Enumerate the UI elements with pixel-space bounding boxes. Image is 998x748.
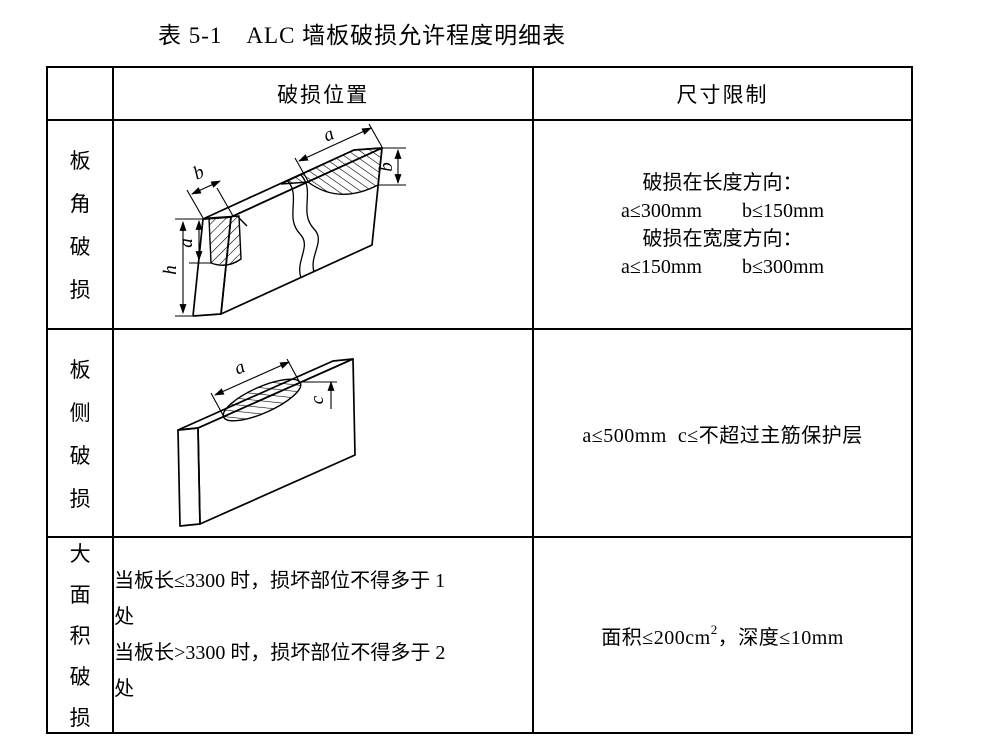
dimension-lines (210, 358, 338, 418)
limit-line: 破损在长度方向： (642, 171, 803, 194)
limit-superscript: 2 (710, 621, 718, 637)
label-char: 大 (69, 542, 91, 566)
vertical-label: 板 侧 破 损 (49, 354, 111, 513)
label-char: 破 (69, 665, 91, 689)
large-area-damage-limits: 面积≤200cm2，深度≤10mm (532, 536, 913, 734)
description-line: 处 (114, 606, 135, 628)
label-char: 面 (69, 583, 91, 607)
label-char: 侧 (69, 400, 91, 425)
panel-side-damage-diagram: a c (177, 356, 356, 527)
left-corner-damage-hatch (208, 215, 242, 266)
dim-label-a-right: a (320, 123, 337, 146)
dim-label-a-left: a (176, 238, 197, 248)
large-area-damage-description: 当板长≤3300 时，损坏部位不得多于 1 处 当板长>3300 时，损坏部位不… (112, 536, 535, 734)
description-line: 处 (114, 678, 135, 700)
label-char: 损 (69, 278, 91, 302)
label-char: 板 (69, 357, 91, 382)
vertical-label: 大 面 积 破 损 (49, 539, 111, 731)
header-row: 破损位置 尺寸限制 (45, 66, 913, 121)
description-line: 当板长≤3300 时，损坏部位不得多于 1 (114, 570, 446, 592)
edge-damage-hatch (222, 378, 302, 422)
side-damage-diagram-cell: a c (112, 328, 535, 538)
label-char: 板 (69, 149, 91, 173)
dim-label-a: a (231, 356, 248, 379)
limit-line: a≤150mm b≤300mm (621, 255, 825, 278)
alc-damage-table: 破损位置 尺寸限制 板 角 破 损 (45, 66, 913, 734)
limit-suffix: ，深度≤10mm (717, 626, 844, 649)
header-damage-location: 破损位置 (112, 66, 535, 121)
dim-label-h: h (160, 265, 181, 275)
label-char: 破 (69, 235, 91, 259)
side-damage-limits: a≤500mm c≤不超过主筋保护层 (532, 328, 913, 538)
dim-label-b-left: b (190, 161, 207, 184)
limit-prefix: 面积≤200cm (601, 626, 711, 649)
header-empty-cell (45, 66, 115, 121)
corner-damage-limits: 破损在长度方向： a≤300mm b≤150mm 破损在宽度方向： a≤150m… (532, 119, 913, 330)
dim-label-c: c (307, 395, 328, 404)
row-label-side-damage: 板 侧 破 损 (45, 328, 115, 538)
row-side-damage: 板 侧 破 损 (45, 328, 913, 538)
limit-line: 面积≤200cm2，深度≤10mm (535, 621, 910, 650)
limit-line: a≤500mm c≤不超过主筋保护层 (582, 424, 863, 447)
break-lines (286, 174, 320, 279)
description-line: 当板长>3300 时，损坏部位不得多于 2 (114, 642, 446, 664)
row-label-large-area-damage: 大 面 积 破 损 (45, 536, 115, 734)
corner-damage-diagram-cell: h a b a b (112, 119, 535, 330)
limit-line: 破损在宽度方向： (642, 227, 803, 250)
vertical-label: 板 角 破 损 (49, 145, 111, 304)
label-char: 损 (69, 706, 91, 730)
row-label-corner-damage: 板 角 破 损 (45, 119, 115, 330)
dim-label-b-right: b (376, 162, 397, 172)
table-caption: 表 5-1 ALC 墙板破损允许程度明细表 (158, 23, 567, 48)
panel-corner-damage-diagram: h a b a b (160, 123, 407, 317)
row-large-area-damage: 大 面 积 破 损 当板长≤3300 时，损坏部位不得多于 1 处 当板长>33… (45, 536, 913, 734)
corner-chamfer-line (237, 216, 248, 227)
label-char: 破 (69, 443, 91, 468)
row-corner-damage: 板 角 破 损 (45, 119, 913, 330)
label-char: 角 (69, 192, 91, 216)
label-char: 积 (69, 624, 91, 648)
dimension-lines (175, 123, 407, 317)
label-char: 损 (69, 486, 91, 511)
limit-line: a≤300mm b≤150mm (621, 199, 825, 222)
header-size-limit: 尺寸限制 (532, 66, 913, 121)
